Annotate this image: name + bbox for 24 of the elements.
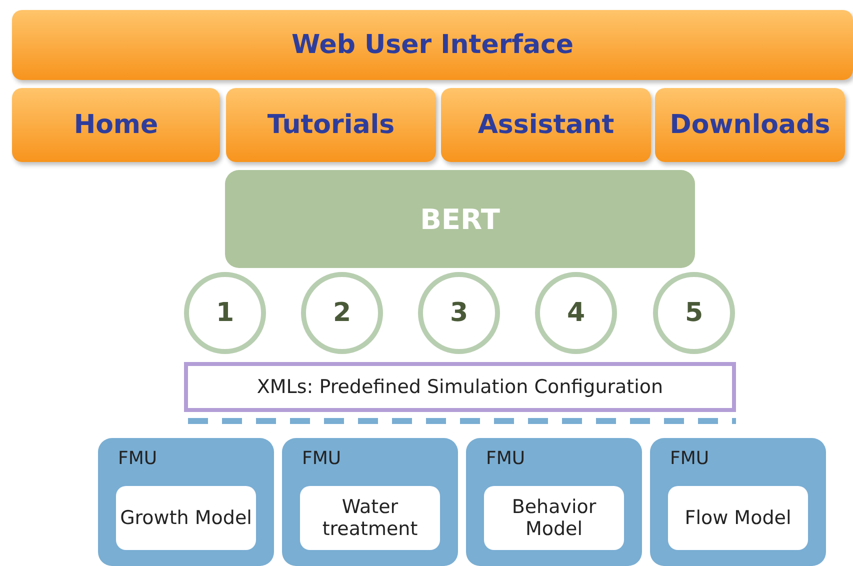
- number-circle: 2: [301, 272, 383, 354]
- unit-heading: FMU: [670, 448, 710, 469]
- number-circle: 4: [535, 272, 617, 354]
- model-box: Behavior Model: [484, 486, 624, 550]
- fmu-box: [98, 438, 274, 566]
- fmu-box: [282, 438, 458, 566]
- menu-tab: Downloads: [655, 88, 845, 162]
- fmu-box: [466, 438, 642, 566]
- number-circle: 3: [418, 272, 500, 354]
- menu-tab: Assistant: [441, 88, 651, 162]
- unit-heading: FMU: [118, 448, 158, 469]
- fmu-box: [650, 438, 826, 566]
- top-banner: Web User Interface: [12, 10, 853, 80]
- model-box: Growth Model: [116, 486, 256, 550]
- number-circle: 5: [653, 272, 735, 354]
- model-box: Flow Model: [668, 486, 808, 550]
- menu-tab: Tutorials: [226, 88, 436, 162]
- menu-tab: Home: [12, 88, 220, 162]
- unit-heading: FMU: [486, 448, 526, 469]
- framework-box: BERT: [225, 170, 695, 268]
- unit-heading: FMU: [302, 448, 342, 469]
- config-box: XMLs: Predefined Simulation Configuration: [184, 362, 736, 412]
- number-circle: 1: [184, 272, 266, 354]
- model-box: Water treatment: [300, 486, 440, 550]
